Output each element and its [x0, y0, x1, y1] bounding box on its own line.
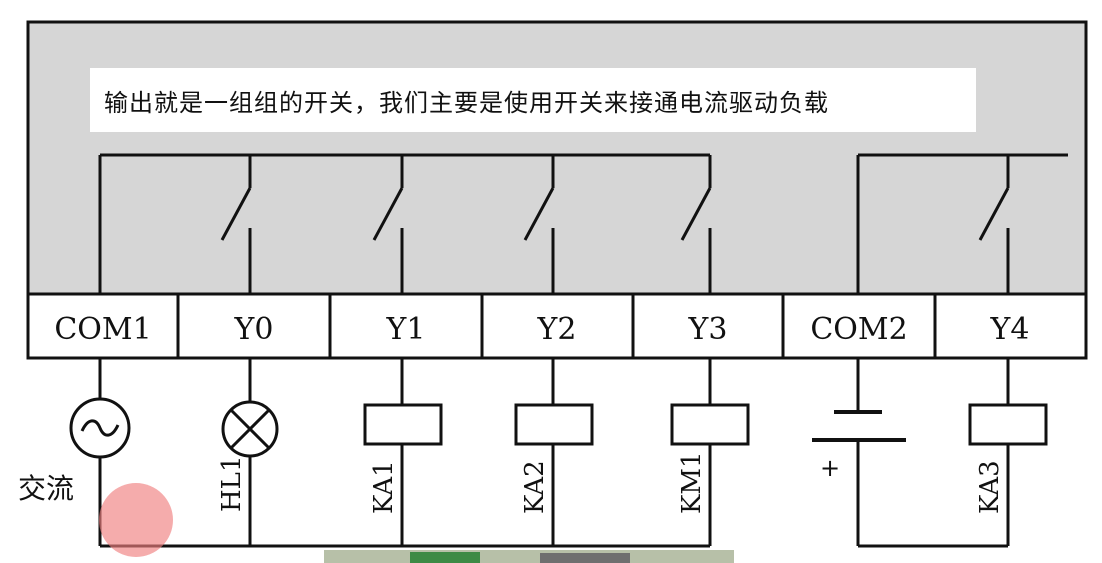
- caption-box: 输出就是一组组的开关，我们主要是使用开关来接通电流驱动负载: [90, 68, 976, 132]
- terminal-y3: Y3: [688, 312, 728, 347]
- terminal-y4: Y4: [990, 312, 1030, 347]
- relay-coil-ka3-icon: [968, 403, 1048, 446]
- switch-y0: [220, 187, 252, 241]
- terminal-y0: Y0: [234, 312, 274, 347]
- relay-label-ka2: KA2: [520, 460, 550, 514]
- switch-y1: [372, 187, 404, 241]
- relay-label-ka1: KA1: [369, 460, 399, 514]
- caption-text: 输出就是一组组的开关，我们主要是使用开关来接通电流驱动负载: [104, 88, 829, 117]
- dc-battery-icon: [812, 410, 906, 442]
- relay-coil-ka1-icon: [363, 403, 443, 446]
- terminal-y2: Y2: [537, 312, 577, 347]
- lamp-icon: [221, 400, 279, 458]
- battery-plus-label: +: [820, 454, 840, 482]
- relay-label-ka3: KA3: [975, 460, 1005, 514]
- lamp-label: HL1: [217, 456, 247, 512]
- terminal-y1: Y1: [386, 312, 426, 347]
- switch-y4: [978, 187, 1010, 241]
- output-switches-group-2: [856, 153, 1068, 294]
- terminal-strip: COM1 Y0 Y1 Y2 Y3 COM2 Y4: [26, 292, 1088, 360]
- external-wiring: [98, 358, 1010, 548]
- bottom-thumbnail-strip: [324, 550, 734, 563]
- pointer-highlight: [99, 483, 173, 557]
- plc-body: [26, 20, 1088, 296]
- switch-y2: [523, 187, 555, 241]
- contactor-coil-km1-icon: [670, 403, 750, 446]
- output-switches-group-1: [98, 153, 712, 294]
- relay-coil-ka2-icon: [514, 403, 594, 446]
- switch-y3: [680, 187, 712, 241]
- terminal-com1: COM1: [54, 312, 151, 347]
- ac-source-icon: [69, 397, 131, 459]
- ac-source-label: 交流: [18, 472, 74, 505]
- contactor-label-km1: KM1: [677, 451, 707, 514]
- terminal-com2: COM2: [810, 312, 907, 347]
